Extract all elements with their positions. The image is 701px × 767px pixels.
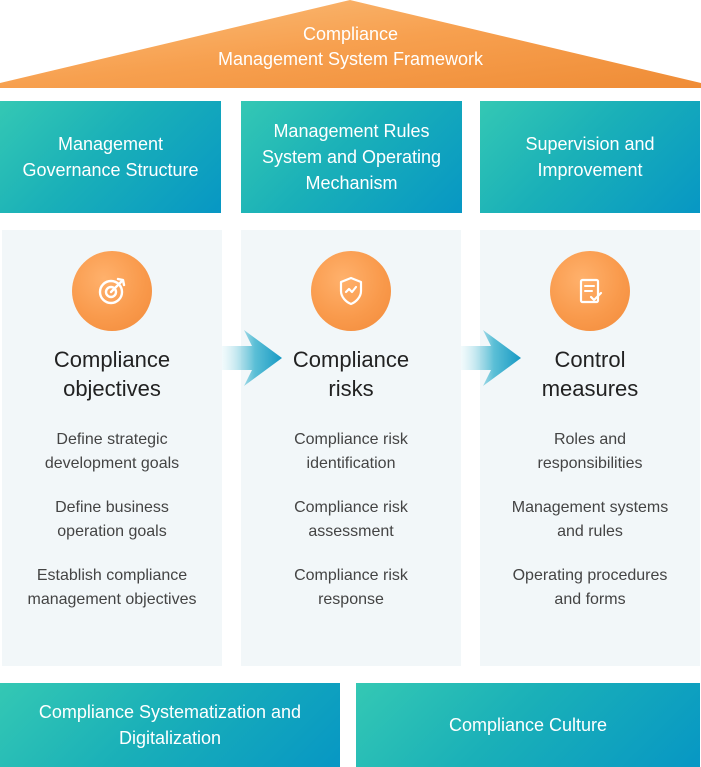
list-item-line: Compliance risk	[294, 499, 408, 516]
list-item: Establish compliance management objectiv…	[2, 564, 222, 612]
column-title: Control measures	[480, 345, 700, 403]
column-title-line: objectives	[63, 376, 161, 401]
list-item-line: Operating procedures	[512, 567, 668, 584]
list-item-line: development goals	[44, 455, 180, 472]
column-risks: Compliance risks Compliance risk identif…	[241, 230, 461, 666]
foundation-systematization: Compliance Systematization and Digitaliz…	[0, 683, 340, 767]
roof-title-line2: Management System Framework	[217, 49, 484, 69]
list-item-line: Define strategic	[56, 431, 168, 448]
column-control-measures: Control measures Roles and responsibilit…	[480, 230, 700, 666]
pillar-line: System and Operating	[261, 147, 442, 167]
document-check-icon	[550, 251, 630, 331]
column-title: Compliance objectives	[2, 345, 222, 403]
list-item-line: Roles and	[553, 431, 627, 448]
list-item: Compliance risk response	[241, 564, 461, 612]
column-items: Compliance risk identification Complianc…	[241, 428, 461, 632]
list-item: Define strategic development goals	[2, 428, 222, 476]
column-title-line: measures	[541, 376, 639, 401]
pillar-supervision-improvement: Supervision and Improvement	[480, 101, 700, 213]
pillar-line: Governance Structure	[22, 160, 199, 180]
list-item: Roles and responsibilities	[480, 428, 700, 476]
list-item-line: and forms	[554, 591, 626, 608]
shield-check-icon	[311, 251, 391, 331]
list-item: Compliance risk identification	[241, 428, 461, 476]
target-icon	[72, 251, 152, 331]
foundation-line: Compliance Culture	[448, 715, 608, 735]
column-title-line: risks	[328, 376, 374, 401]
list-item-line: management objectives	[27, 591, 197, 608]
foundation-culture: Compliance Culture	[356, 683, 700, 767]
list-item-line: Establish compliance	[36, 567, 188, 584]
column-items: Roles and responsibilities Management sy…	[480, 428, 700, 632]
pillar-governance-structure: Management Governance Structure	[0, 101, 221, 213]
pillar-line: Management Rules	[273, 121, 430, 141]
list-item-line: Define business	[55, 499, 169, 516]
pillar-line: Mechanism	[305, 173, 398, 193]
list-item-line: responsibilities	[537, 455, 643, 472]
flow-arrow-icon	[461, 330, 521, 386]
list-item-line: Compliance risk	[294, 567, 408, 584]
foundation-line: Compliance Systematization and	[38, 702, 302, 722]
pillar-line: Improvement	[537, 160, 643, 180]
column-items: Define strategic development goals Defin…	[2, 428, 222, 632]
list-item: Compliance risk assessment	[241, 496, 461, 544]
list-item-line: and rules	[557, 523, 623, 540]
pillar-line: Supervision and	[525, 134, 655, 154]
column-title-line: Control	[554, 347, 626, 372]
foundation-line: Digitalization	[118, 728, 222, 748]
list-item-line: assessment	[308, 523, 394, 540]
list-item-line: Management systems	[511, 499, 669, 516]
list-item: Operating procedures and forms	[480, 564, 700, 612]
list-item-line: Compliance risk	[294, 431, 408, 448]
list-item-line: response	[318, 591, 384, 608]
list-item: Define business operation goals	[2, 496, 222, 544]
list-item-line: operation goals	[57, 523, 167, 540]
list-item: Management systems and rules	[480, 496, 700, 544]
list-item-line: identification	[306, 455, 396, 472]
column-objectives: Compliance objectives Define strategic d…	[2, 230, 222, 666]
column-title: Compliance risks	[241, 345, 461, 403]
roof-banner	[0, 0, 701, 88]
pillar-rules-mechanism: Management Rules System and Operating Me…	[241, 101, 462, 213]
roof-title: Compliance Management System Framework	[150, 22, 551, 72]
pillar-line: Management	[57, 134, 164, 154]
flow-arrow-icon	[222, 330, 282, 386]
roof-title-line1: Compliance	[302, 24, 399, 44]
column-title-line: Compliance	[53, 347, 171, 372]
column-title-line: Compliance	[292, 347, 410, 372]
